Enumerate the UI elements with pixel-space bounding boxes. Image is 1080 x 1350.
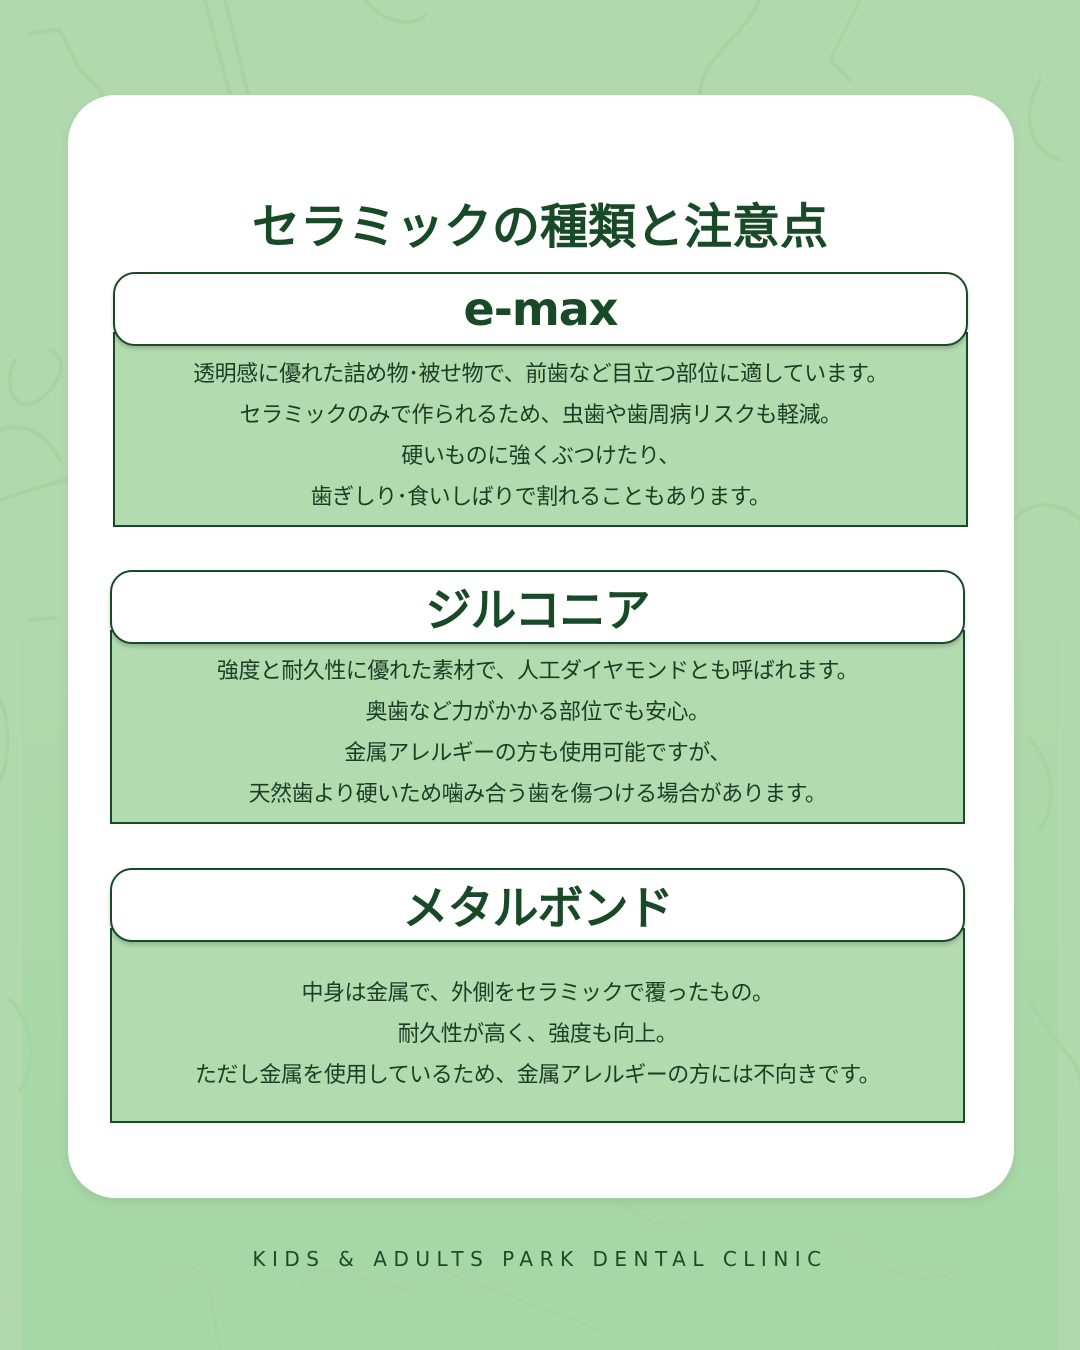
section-heading: メタルボンド [402, 881, 674, 935]
description-line: 奥歯など力がかかる部位でも安心。 [365, 700, 710, 725]
description-line: 歯ぎしり･食いしばりで割れることもあります。 [310, 484, 771, 510]
page-title: セラミックの種類と注意点 [251, 199, 828, 256]
description-line: 天然歯より硬いため噛み合う歯を傷つける場合があります。 [248, 782, 827, 807]
section-zirconia: 強度と耐久性に優れた素材で、人工ダイヤモンドとも呼ばれます。 奥歯など力がかかる… [110, 570, 965, 824]
description-line: 耐久性が高く、強度も向上。 [397, 1022, 678, 1047]
section-body: 強度と耐久性に優れた素材で、人工ダイヤモンドとも呼ばれます。 奥歯など力がかかる… [110, 630, 965, 824]
section-body: 中身は金属で、外側をセラミックで覆ったもの。 耐久性が高く、強度も向上。 ただし… [110, 928, 965, 1123]
section-emax: 透明感に優れた詰め物･被せ物で、前歯など目立つ部位に適しています。 セラミックの… [113, 272, 968, 527]
description-line: 金属アレルギーの方も使用可能ですが、 [344, 741, 731, 766]
description-line: ただし金属を使用しているため、金属アレルギーの方には不向きです。 [194, 1063, 881, 1088]
description-line: 硬いものに強くぶつけたり、 [401, 443, 680, 469]
description-line: 強度と耐久性に優れた素材で、人工ダイヤモンドとも呼ばれます。 [216, 659, 859, 684]
section-body: 透明感に優れた詰め物･被せ物で、前歯など目立つ部位に適しています。 セラミックの… [113, 332, 968, 527]
description-line: セラミックのみで作られるため、虫歯や歯周病リスクも軽減。 [239, 402, 842, 428]
section-header: メタルボンド [110, 868, 965, 942]
clinic-name-footer: KIDS & ADULTS PARK DENTAL CLINIC [252, 1247, 828, 1271]
section-heading: e-max [463, 282, 619, 336]
section-heading: ジルコニア [425, 583, 650, 637]
section-header: ジルコニア [110, 570, 965, 644]
description-line: 透明感に優れた詰め物･被せ物で、前歯など目立つ部位に適しています。 [193, 361, 888, 387]
section-metal-bond: 中身は金属で、外側をセラミックで覆ったもの。 耐久性が高く、強度も向上。 ただし… [110, 868, 965, 1123]
section-header: e-max [113, 272, 968, 346]
description-line: 中身は金属で、外側をセラミックで覆ったもの。 [301, 981, 774, 1006]
